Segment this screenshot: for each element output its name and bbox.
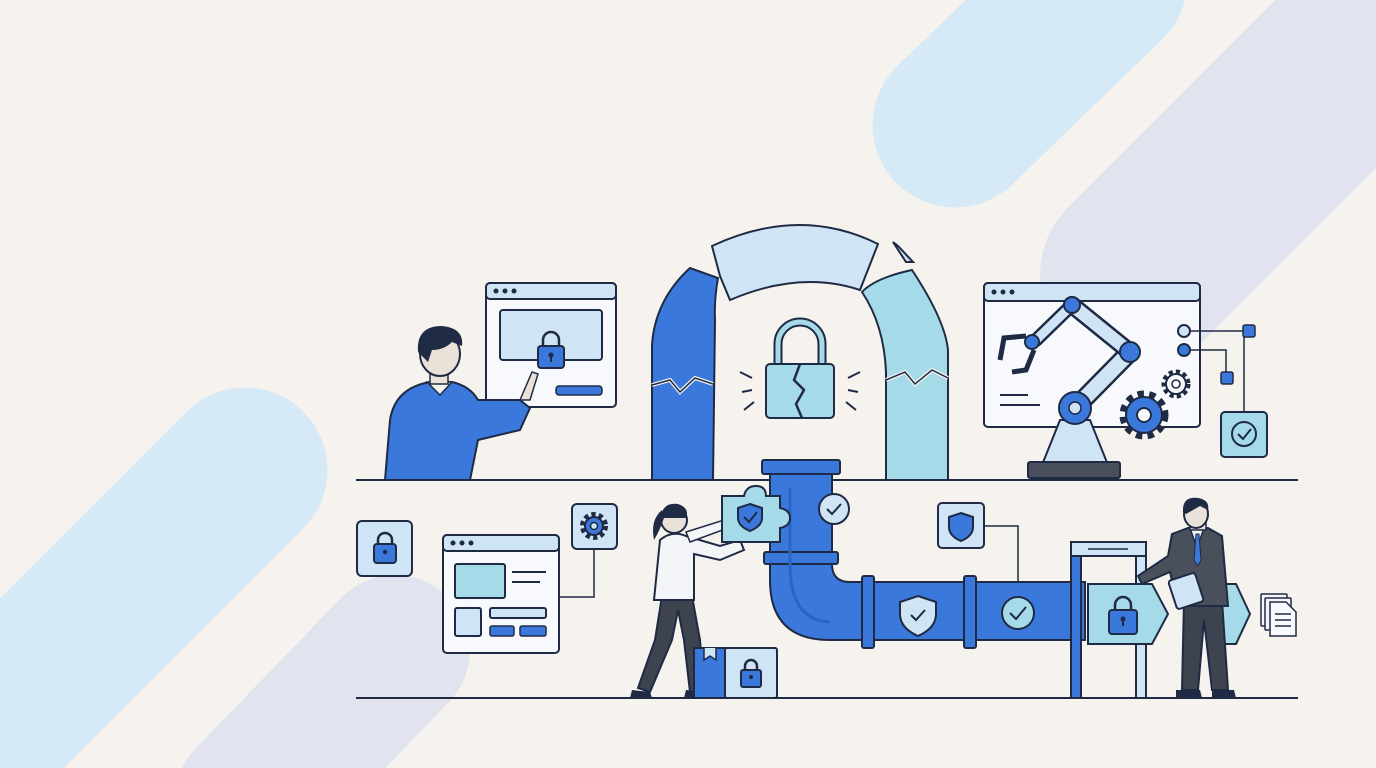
puzzle-piece-icon bbox=[721, 484, 792, 543]
padlock-icon bbox=[356, 520, 413, 577]
robot-arm-icon bbox=[997, 296, 1141, 479]
check-circle-icon bbox=[1001, 596, 1035, 630]
gear-icon bbox=[1119, 390, 1169, 440]
gear-icon bbox=[1161, 369, 1191, 399]
bg-stripe-lavender-top bbox=[1040, 0, 1376, 370]
check-circle-icon bbox=[818, 493, 850, 525]
gear-icon bbox=[571, 503, 618, 550]
padlock-icon bbox=[1108, 595, 1138, 635]
browser-window-icon bbox=[442, 534, 595, 654]
broken-arch-pipe bbox=[651, 224, 949, 481]
bg-stripe-light-blue-top bbox=[872, 0, 1185, 208]
bg-stripe-light-blue-left bbox=[0, 387, 328, 768]
documents-icon bbox=[1260, 593, 1297, 637]
man-with-tablet bbox=[1136, 497, 1236, 698]
padlock-icon bbox=[724, 647, 778, 699]
check-circle-icon bbox=[1220, 411, 1268, 458]
shield-check-icon bbox=[899, 594, 937, 638]
blue-pipeline bbox=[761, 459, 1086, 649]
bg-stripe-lavender-left bbox=[182, 575, 470, 768]
broken-padlock-icon bbox=[739, 317, 861, 419]
workflow-connectors bbox=[1177, 324, 1256, 412]
login-browser-window bbox=[485, 282, 617, 408]
shield-check-icon bbox=[937, 502, 1019, 582]
robot-arm-panel bbox=[983, 282, 1201, 428]
person-pointing-at-browser bbox=[383, 326, 539, 481]
padlock-icon bbox=[537, 330, 565, 369]
